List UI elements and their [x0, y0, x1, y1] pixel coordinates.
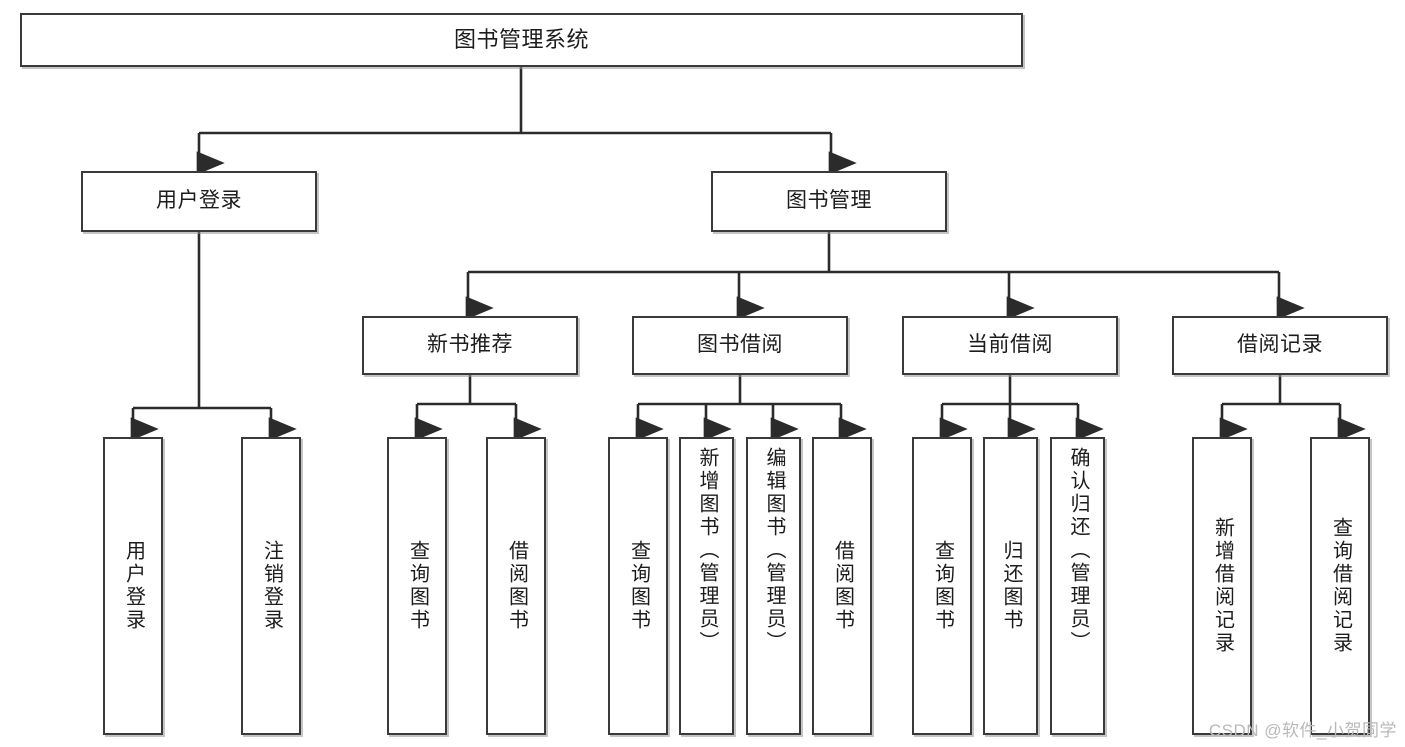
leaf-query-book-current-label: 查询图书	[931, 540, 954, 632]
leaf-query-borrow-record[interactable]: 查询借阅记录	[1310, 437, 1370, 735]
node-current-borrow-label: 当前借阅	[967, 333, 1053, 357]
node-borrow-record-label: 借阅记录	[1237, 333, 1323, 357]
leaf-add-borrow-record[interactable]: 新增借阅记录	[1192, 437, 1252, 735]
node-borrow-record[interactable]: 借阅记录	[1172, 316, 1388, 375]
leaf-add-book-label: 新增图书（管理员）	[696, 447, 718, 654]
leaf-user-login[interactable]: 用户登录	[103, 437, 163, 735]
leaf-logout-login[interactable]: 注销登录	[241, 437, 301, 735]
node-new-book-recommend-label: 新书推荐	[427, 333, 513, 357]
leaf-query-book-current[interactable]: 查询图书	[912, 437, 972, 735]
leaf-add-book[interactable]: 新增图书（管理员）	[679, 437, 734, 735]
leaf-confirm-return-label: 确认归还（管理员）	[1067, 447, 1089, 654]
leaf-confirm-return[interactable]: 确认归还（管理员）	[1050, 437, 1105, 735]
leaf-query-borrow-record-label: 查询借阅记录	[1329, 517, 1352, 655]
watermark-text: CSDN @软件_小贺同学	[1208, 721, 1397, 740]
node-current-borrow[interactable]: 当前借阅	[902, 316, 1118, 375]
node-book-borrow[interactable]: 图书借阅	[632, 316, 848, 375]
leaf-borrow-book-recommend[interactable]: 借阅图书	[486, 437, 546, 735]
leaf-return-book[interactable]: 归还图书	[983, 437, 1038, 735]
leaf-return-book-label: 归还图书	[1000, 540, 1022, 632]
leaf-borrow-book-borrow-label: 借阅图书	[831, 540, 854, 632]
node-user-login-label: 用户登录	[156, 189, 242, 213]
node-root-label: 图书管理系统	[453, 27, 589, 53]
node-book-management[interactable]: 图书管理	[711, 171, 947, 232]
leaf-borrow-book-recommend-label: 借阅图书	[505, 540, 528, 632]
leaf-query-book-recommend-label: 查询图书	[406, 540, 429, 632]
node-root[interactable]: 图书管理系统	[20, 13, 1023, 67]
leaf-add-borrow-record-label: 新增借阅记录	[1211, 517, 1234, 655]
node-user-login[interactable]: 用户登录	[81, 171, 317, 232]
leaf-edit-book-label: 编辑图书（管理员）	[763, 447, 785, 654]
leaf-query-book-borrow-label: 查询图书	[627, 540, 650, 632]
leaf-query-book-recommend[interactable]: 查询图书	[387, 437, 447, 735]
node-book-management-label: 图书管理	[786, 189, 872, 213]
leaf-edit-book[interactable]: 编辑图书（管理员）	[746, 437, 801, 735]
leaf-user-login-label: 用户登录	[122, 540, 145, 632]
node-book-borrow-label: 图书借阅	[697, 333, 783, 357]
leaf-borrow-book-borrow[interactable]: 借阅图书	[812, 437, 872, 735]
leaf-query-book-borrow[interactable]: 查询图书	[608, 437, 668, 735]
leaf-logout-login-label: 注销登录	[260, 540, 283, 632]
node-new-book-recommend[interactable]: 新书推荐	[362, 316, 578, 375]
